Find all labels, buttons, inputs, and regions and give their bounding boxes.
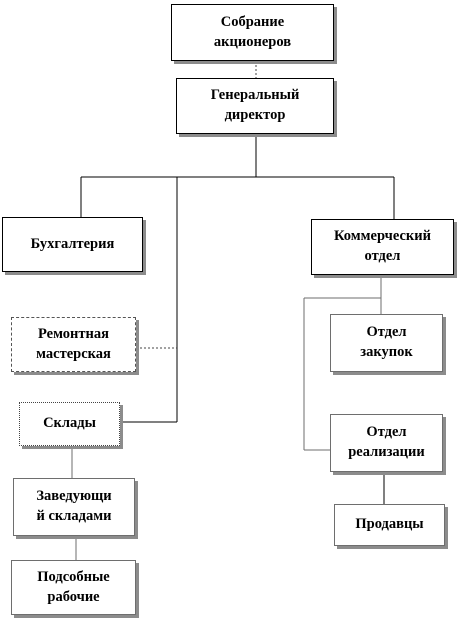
node-director: Генеральный директор (176, 78, 334, 134)
node-label: Генеральный директор (210, 87, 300, 123)
node-sellers: Продавцы (334, 504, 445, 546)
node-label: Подсобные рабочие (37, 568, 110, 605)
node-label: Собрание акционеров (213, 13, 292, 50)
node-label: Отдел реализации (348, 424, 425, 460)
node-sales-dept: Отдел реализации (330, 414, 443, 472)
node-label: Продавцы (355, 516, 424, 533)
node-auxiliary-workers: Подсобные рабочие (11, 560, 136, 615)
node-accounting: Бухгалтерия (2, 217, 143, 272)
node-commercial: Коммерческий отдел (311, 219, 454, 275)
node-label: Бухгалтерия (30, 235, 115, 252)
node-repair: Ремонтная мастерская (11, 317, 136, 372)
node-warehouses: Склады (19, 402, 120, 446)
node-shareholders: Собрание акционеров (171, 4, 334, 61)
node-label: Заведующи й складами (36, 488, 112, 524)
node-label: Отдел закупок (360, 324, 413, 360)
node-purchasing: Отдел закупок (330, 314, 443, 372)
node-warehouse-head: Заведующи й складами (13, 478, 135, 536)
node-label: Коммерческий отдел (334, 228, 431, 264)
node-label: Ремонтная мастерская (36, 325, 111, 362)
node-label: Склады (43, 415, 96, 432)
